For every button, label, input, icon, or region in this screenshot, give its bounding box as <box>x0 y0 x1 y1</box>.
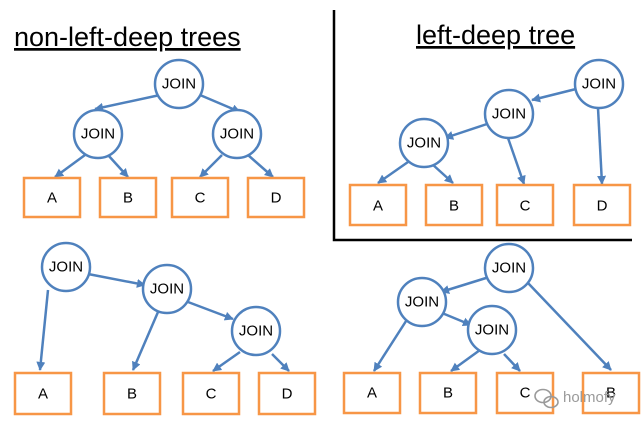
edge <box>187 300 234 321</box>
join-node: JOIN <box>396 276 448 328</box>
join-label: JOIN <box>239 323 273 340</box>
edge <box>377 160 409 185</box>
leaf-node: C <box>495 371 555 415</box>
leaf-node: C <box>181 371 241 416</box>
edge <box>372 317 410 372</box>
leaf-label: C <box>520 385 531 402</box>
join-label: JOIN <box>220 126 254 143</box>
edge <box>431 163 454 184</box>
leaf-label: A <box>373 198 383 215</box>
leaf-label: B <box>443 385 453 402</box>
leaf-label: B <box>449 198 459 215</box>
edge <box>527 282 612 371</box>
leaf-node: A <box>348 183 408 227</box>
edge <box>54 153 86 179</box>
leaf-label: A <box>367 385 377 402</box>
join-node: JOIN <box>398 117 450 169</box>
edge <box>212 350 241 373</box>
leaf-label: D <box>271 190 282 207</box>
leaf-label: C <box>206 386 217 403</box>
tree-bushy: JOIN JOIN JOIN A B C D <box>22 58 306 219</box>
leaf-label: B <box>606 385 616 402</box>
edge <box>531 87 577 103</box>
left-deep-frame <box>332 10 632 242</box>
leaf-label: C <box>520 198 531 215</box>
leaf-node: A <box>13 371 73 416</box>
leaf-label: B <box>127 386 137 403</box>
join-node: JOIN <box>483 88 535 140</box>
leaf-node: C <box>170 176 230 219</box>
join-node: JOIN <box>466 304 518 356</box>
watermark: holmofy <box>534 388 616 409</box>
edge <box>441 311 472 327</box>
leaf-label: A <box>47 190 57 207</box>
edge <box>36 289 50 371</box>
join-label: JOIN <box>492 106 526 123</box>
edge <box>506 137 526 185</box>
edge <box>450 348 481 373</box>
join-node: JOIN <box>153 58 205 110</box>
watermark-text: holmofy <box>563 389 616 406</box>
edge <box>503 353 521 372</box>
join-node: JOIN <box>141 263 193 315</box>
join-node: JOIN <box>573 58 625 110</box>
join-node: JOIN <box>40 241 92 293</box>
join-label: JOIN <box>81 126 115 143</box>
join-label: JOIN <box>405 294 439 311</box>
edge <box>440 276 487 294</box>
join-node: JOIN <box>211 108 263 160</box>
edge <box>271 353 290 372</box>
leaf-node: B <box>424 183 484 227</box>
join-label: JOIN <box>162 76 196 93</box>
leaf-label: D <box>282 386 293 403</box>
join-node: JOIN <box>230 305 282 357</box>
leaf-node: B <box>581 371 641 415</box>
edge <box>107 154 129 178</box>
leaf-node: D <box>257 371 317 416</box>
tree-zigzag: JOIN JOIN JOIN A B C B <box>342 242 641 415</box>
leaf-node: B <box>418 371 478 415</box>
leaf-node: B <box>98 176 158 219</box>
join-label: JOIN <box>150 281 184 298</box>
join-label: JOIN <box>492 260 526 277</box>
wechat-icon <box>534 388 559 409</box>
leaf-node: A <box>22 176 82 219</box>
edge <box>199 154 223 178</box>
leaf-label: B <box>123 190 133 207</box>
title-non-left-deep: non-left-deep trees <box>14 22 241 52</box>
edge <box>131 311 160 371</box>
join-label: JOIN <box>407 135 441 152</box>
leaf-label: C <box>195 190 206 207</box>
edge <box>87 272 146 288</box>
tree-left-deep: JOIN JOIN JOIN A B C D <box>348 58 632 227</box>
edge <box>596 107 607 185</box>
join-node: JOIN <box>483 242 535 294</box>
edge <box>247 154 274 178</box>
join-label: JOIN <box>582 76 616 93</box>
leaf-node: B <box>102 371 162 416</box>
tree-right-deep: JOIN JOIN JOIN A B C D <box>13 241 317 416</box>
join-label: JOIN <box>49 259 83 276</box>
leaf-node: C <box>495 183 555 227</box>
join-label: JOIN <box>475 322 509 339</box>
join-node: JOIN <box>72 108 124 160</box>
leaf-label: D <box>597 198 608 215</box>
edge <box>444 122 488 140</box>
leaf-node: A <box>342 371 402 415</box>
title-left-deep: left-deep tree <box>416 20 575 50</box>
leaf-label: A <box>38 386 48 403</box>
edge <box>94 93 161 112</box>
leaf-node: D <box>246 176 306 219</box>
leaf-node: D <box>572 183 632 227</box>
